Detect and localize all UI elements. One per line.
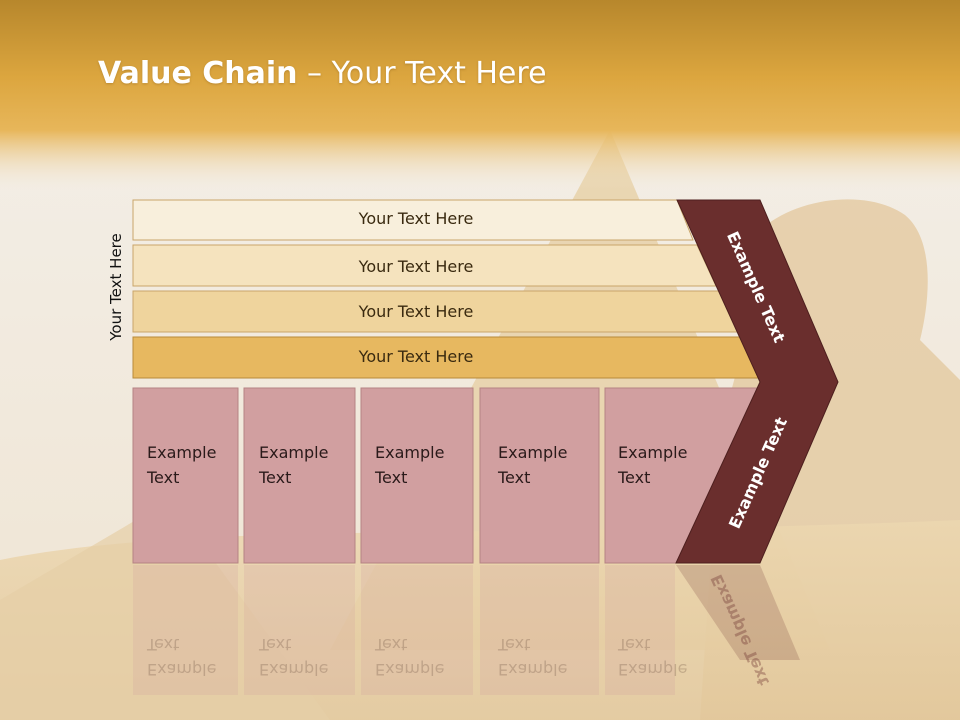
box-label-2: Example Text	[259, 440, 328, 490]
box-4-line1: Example	[498, 443, 568, 462]
box-2	[243, 387, 356, 564]
box-2-line1: Example	[259, 443, 329, 462]
box-label-1: Example Text	[147, 440, 216, 490]
band-label-2: Your Text Here	[358, 257, 474, 276]
reflection-label-5: Example Text	[618, 632, 687, 682]
reflection-1-line2: Text	[147, 635, 180, 654]
title-bold: Value Chain	[98, 56, 298, 91]
reflection-label-4: Example Text	[498, 632, 567, 682]
band-label-1: Your Text Here	[358, 209, 474, 228]
box-1	[132, 387, 239, 564]
reflection-3-line1: Example	[375, 660, 445, 679]
box-1-line1: Example	[147, 443, 217, 462]
box-3-line2: Text	[375, 468, 408, 487]
reflection-5-line2: Text	[618, 635, 651, 654]
box-4-line2: Text	[498, 468, 531, 487]
box-label-5: Example Text	[618, 440, 687, 490]
reflection-label-1: Example Text	[147, 632, 216, 682]
reflection-2-line1: Example	[259, 660, 329, 679]
reflection	[133, 565, 800, 695]
box-2-line2: Text	[259, 468, 292, 487]
box-4	[479, 387, 600, 564]
box-5-line2: Text	[618, 468, 651, 487]
reflection-5-line1: Example	[618, 660, 688, 679]
reflection-4-line2: Text	[498, 635, 531, 654]
box-1-line2: Text	[147, 468, 180, 487]
reflection-label-3: Example Text	[375, 632, 444, 682]
chevron-arrow	[675, 199, 839, 564]
box-3	[360, 387, 474, 564]
reflection-4-line1: Example	[498, 660, 568, 679]
page-title: Value Chain – Your Text Here	[98, 56, 547, 91]
reflection-1-line1: Example	[147, 660, 217, 679]
band-label-4: Your Text Here	[358, 347, 474, 366]
reflection-label-2: Example Text	[259, 632, 328, 682]
reflection-2-line2: Text	[259, 635, 292, 654]
band-1	[132, 199, 694, 241]
box-5-line1: Example	[618, 443, 688, 462]
box-label-3: Example Text	[375, 440, 444, 490]
title-rest: – Your Text Here	[297, 56, 547, 91]
box-label-4: Example Text	[498, 440, 567, 490]
reflection-3-line2: Text	[375, 635, 408, 654]
band-label-3: Your Text Here	[358, 302, 474, 321]
box-3-line1: Example	[375, 443, 445, 462]
